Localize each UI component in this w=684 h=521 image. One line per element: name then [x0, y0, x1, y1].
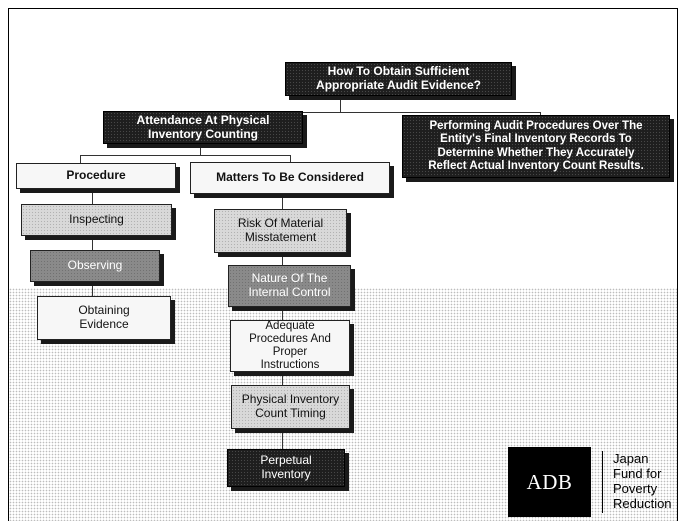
matter-adequate-procedures: Adequate Procedures And Proper Instructi…: [230, 320, 350, 372]
frame-top-line: [8, 8, 678, 9]
frame-right-line: [677, 8, 678, 521]
connector-to-procedure: [80, 155, 81, 163]
adb-logo-mark: ADB: [508, 447, 591, 517]
connector-top-bar: [200, 112, 540, 113]
matter-perpetual-inventory: Perpetual Inventory: [227, 449, 345, 487]
matter-risk-of-material-misstatement: Risk Of Material Misstatement: [214, 209, 347, 253]
attendance-node: Attendance At Physical Inventory Countin…: [103, 111, 303, 144]
connector-to-matters: [290, 155, 291, 162]
connector-mid-bar: [80, 155, 290, 156]
procedure-step-observing: Observing: [30, 250, 160, 282]
connector-root-down: [340, 95, 341, 113]
procedure-heading: Procedure: [16, 163, 176, 189]
performing-procedures-node: Performing Audit Procedures Over The Ent…: [402, 115, 670, 178]
logo-divider: [602, 451, 603, 513]
procedure-heading-label: Procedure: [66, 168, 126, 183]
logo-text: Japan Fund for Poverty Reduction: [613, 451, 672, 511]
root-node: How To Obtain Sufficient Appropriate Aud…: [285, 62, 512, 96]
connector-procedure-steps: [92, 188, 93, 296]
matter-nature-of-internal-control: Nature Of The Internal Control: [228, 265, 351, 307]
adb-logo: ADB Japan Fund for Poverty Reduction: [508, 447, 676, 517]
procedure-step-obtaining-evidence: Obtaining Evidence: [37, 296, 171, 340]
connector-left-down: [200, 143, 201, 156]
matter-physical-inventory-count-timing: Physical Inventory Count Timing: [231, 385, 350, 429]
matters-heading: Matters To Be Considered: [190, 162, 390, 194]
frame-left-line: [8, 8, 9, 521]
procedure-step-inspecting: Inspecting: [21, 204, 172, 236]
